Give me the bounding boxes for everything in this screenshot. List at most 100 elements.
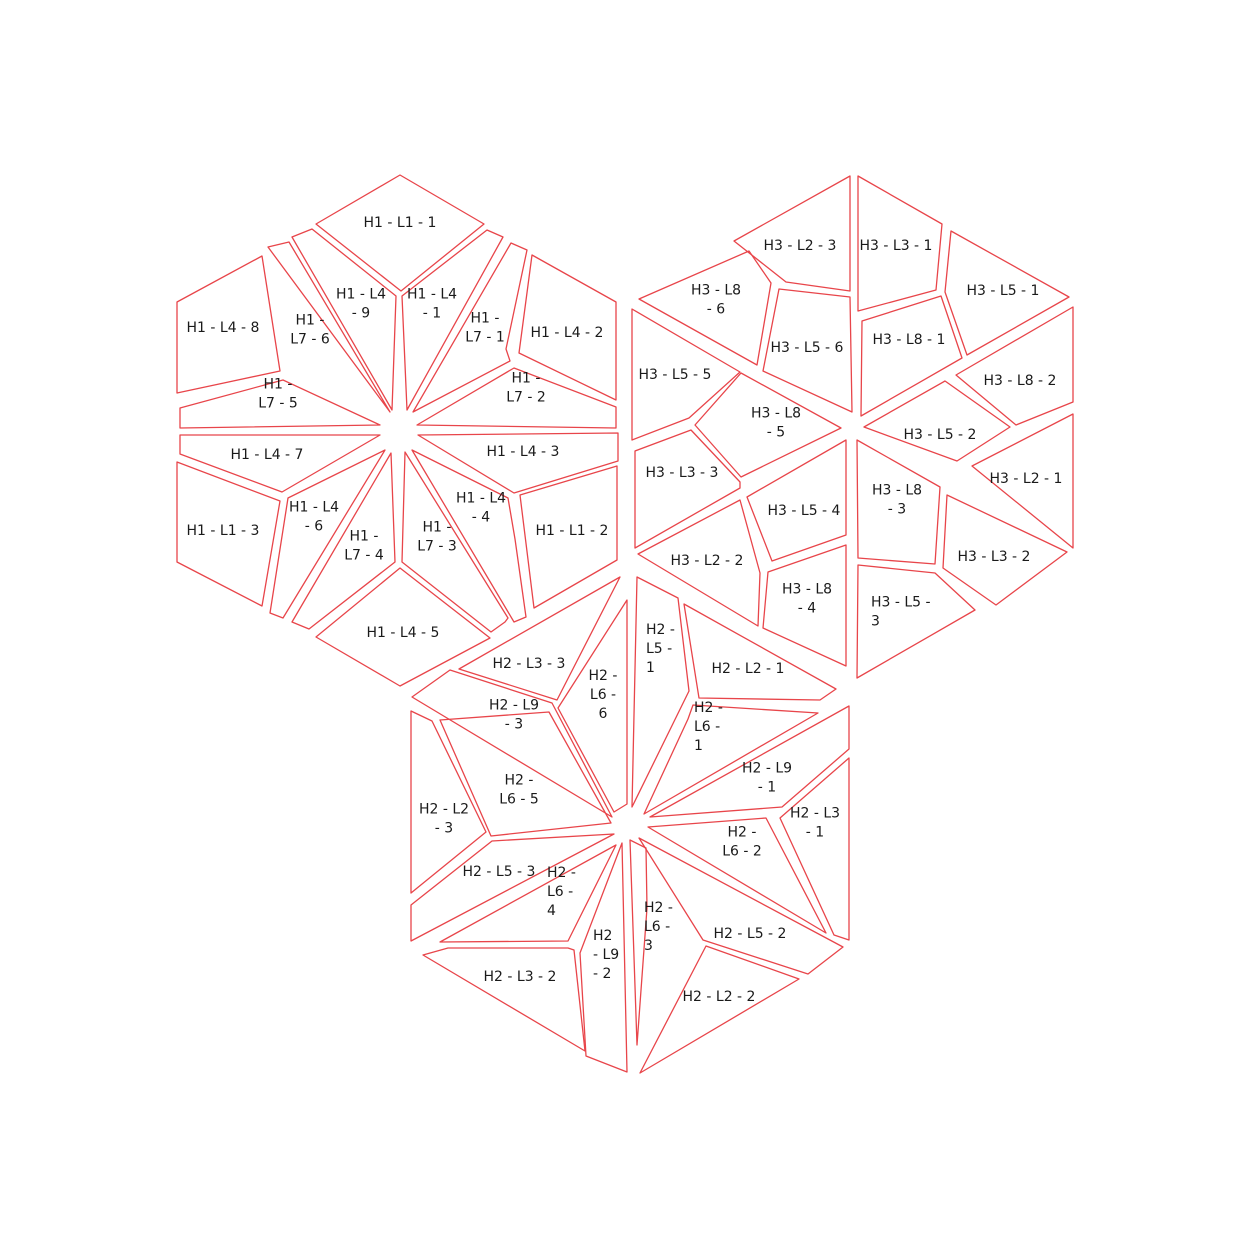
piece-label-line: H3 - L3 - 3 [646,465,719,481]
piece-outline [291,452,396,630]
piece-outline [179,379,381,429]
piece-label-line: - 1 [423,306,441,322]
piece-outline [519,465,618,609]
piece-label-line: H1 - [512,371,541,387]
piece-label-h3-l8-2: H3 - L8 - 2 [984,373,1057,389]
piece-label-line: H1 - L4 - 5 [367,625,440,641]
piece-outline [458,576,621,701]
piece-outline [631,308,741,441]
piece-outline [631,576,690,808]
piece-label-h3-l2-1: H3 - L2 - 1 [990,471,1063,487]
piece-label-line: H1 - L4 [407,287,457,303]
piece-label-h2-l6-6: H2 - L6 - 6 [589,668,618,722]
piece-label-line: H1 - [350,529,379,545]
piece-label-h3-l2-2: H3 - L2 - 2 [671,553,744,569]
piece-outline [518,254,617,401]
piece-label-line: H3 - L5 - [871,595,931,611]
piece-outline [579,842,628,1073]
piece-label-h2-l3-3: H2 - L3 - 3 [493,656,566,672]
piece-outline [410,710,487,894]
piece-label-h1-l4-3: H1 - L4 - 3 [487,444,560,460]
piece-outline [267,241,391,413]
piece-outline [856,439,941,565]
piece-label-h1-l4-4: H1 - L4- 4 [456,491,506,526]
piece-label-line: 3 [644,938,653,954]
piece-outline [411,669,613,818]
piece-label-line: H2 - L2 - 2 [683,989,756,1005]
piece-label-h3-l5-6: H3 - L5 - 6 [771,340,844,356]
piece-outline [860,295,963,417]
piece-outline [291,228,397,411]
piece-label-line: L6 - 2 [722,844,762,860]
piece-label-line: H1 - L4 - 7 [231,447,304,463]
piece-label-line: L7 - 4 [344,548,384,564]
piece-label-h2-l5-1: H2 -L5 -1 [646,622,675,676]
piece-label-line: H1 - L1 - 2 [536,523,609,539]
piece-outline [694,372,842,478]
piece-outline [638,250,772,366]
piece-outline [643,704,819,815]
piece-label-line: H3 - L5 - 1 [967,283,1040,299]
piece-label-line: H3 - L8 [751,406,801,422]
piece-label-line: H3 - L2 - 3 [764,238,837,254]
piece-label-h2-l2-3: H2 - L2- 3 [419,802,469,837]
piece-label-line: H2 - [589,668,618,684]
piece-outline [422,947,586,1052]
piece-label-line: H2 - L3 [790,806,840,822]
piece-label-line: - 3 [505,717,523,733]
piece-label-line: H2 - L3 - 2 [484,969,557,985]
piece-label-line: H1 - L4 - 2 [531,325,604,341]
piece-label-h3-l3-1: H3 - L3 - 1 [860,238,933,254]
piece-outline [315,567,491,687]
piece-outline [647,817,827,934]
piece-label-line: L6 - [547,884,573,900]
piece-label-line: - 4 [798,601,817,617]
piece-outline [176,461,281,607]
piece-label-h1-l1-2: H1 - L1 - 2 [536,523,609,539]
piece-label-line: H1 - L1 - 3 [187,523,260,539]
piece-outline [762,544,847,667]
piece-label-line: L5 - [646,641,672,657]
piece-outline [401,451,509,633]
piece-label-line: H2 [593,928,612,944]
piece-label-line: L7 - 6 [290,332,330,348]
piece-label-line: H2 - [505,773,534,789]
piece-outline [639,945,800,1074]
piece-label-line: H2 - [728,825,757,841]
piece-label-line: 6 [599,706,608,722]
piece-outline [955,306,1074,426]
piece-label-h2-l5-2: H2 - L5 - 2 [714,926,787,942]
piece-label-h1-l7-6: H1 - L7 - 6 [290,313,330,348]
piece-label-line: H3 - L8 - 1 [873,332,946,348]
piece-label-line: - L9 [593,947,619,963]
piece-outline [411,449,527,623]
piece-outline [856,564,976,679]
piece-label-line: 1 [694,738,703,754]
piece-outline [401,229,504,411]
piece-label-line: - 3 [888,502,906,518]
piece-label-line: H3 - L5 - 4 [768,503,841,519]
piece-label-line: L6 - [590,687,616,703]
piece-label-line: H1 - L4 - 3 [487,444,560,460]
piece-label-line: H1 - [423,520,452,536]
piece-outline [779,757,850,941]
piece-label-line: H3 - L2 - 2 [671,553,744,569]
piece-label-line: H1 - L1 - 1 [364,215,437,231]
piece-label-line: H2 - L2 - 1 [712,661,785,677]
piece-label-h2-l2-1: H2 - L2 - 1 [712,661,785,677]
piece-outline [857,175,943,312]
piece-label-h1-l4-1: H1 - L4 - 1 [407,287,457,322]
piece-label-line: H1 - [296,313,325,329]
piece-labels: H1 - L1 - 1H1 - L4- 9H1 - L4- 1H1 -L7 - … [187,215,1063,1005]
piece-outline [179,434,381,493]
piece-label-h1-l4-6: H1 - L4- 6 [289,500,339,535]
piece-outline [410,833,615,942]
piece-outline [416,367,617,429]
piece-outline [863,380,1011,462]
hexagon-h1 [176,174,619,687]
piece-outline [762,288,853,413]
piece-label-h3-l2-3: H3 - L2 - 3 [764,238,837,254]
piece-label-h2-l6-4: H2 -L6 -4 [547,865,576,919]
piece-outline [637,499,761,627]
